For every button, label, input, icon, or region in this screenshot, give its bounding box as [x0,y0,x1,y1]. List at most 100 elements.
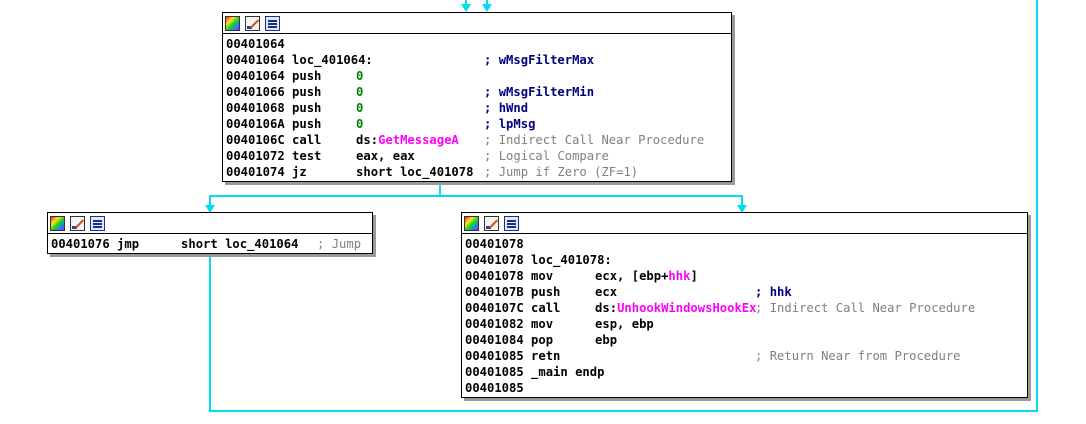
edge-true-branch [439,181,743,206]
instruction-operands[interactable]: 0 [356,100,484,116]
line-address: 00401064 [226,53,285,67]
line-address: 00401085 [465,365,524,379]
line-address: 00401074 [226,165,285,179]
block-header [462,213,1027,234]
instruction-operands[interactable]: 0 [356,68,484,84]
block-header [48,213,372,234]
code-block-loc-401078[interactable]: 00401078 00401078 loc_401078:00401078 mo… [461,212,1028,398]
code-line[interactable]: 00401078 loc_401078: [465,252,1027,268]
color-palette-icon[interactable] [50,215,65,231]
operand-text: short loc_401064 [181,237,299,251]
line-address: 00401076 [51,237,110,251]
line-address: 0040107C [465,301,524,315]
rename-icon[interactable] [70,215,85,231]
instruction-mnemonic: push [292,69,322,83]
graph-overview-icon[interactable] [90,215,105,231]
line-address: 00401078 [465,237,524,251]
code-line[interactable]: 00401085 retn; Return Near from Procedur… [465,348,1027,364]
arrowhead-incoming-2 [482,4,492,12]
instruction-mnemonic: jmp [117,237,140,251]
api-name: UnhookWindowsHookEx [617,301,757,315]
code-line[interactable]: 00401078 [465,236,1027,252]
api-name: GetMessageA [378,133,459,147]
line-comment: ; Indirect Call Near Procedure [484,133,705,147]
instruction-mnemonic: push [292,101,322,115]
instruction-operands[interactable]: 0 [356,116,484,132]
instruction-operands[interactable]: eax, eax [356,148,484,164]
instruction-mnemonic: pop [531,333,554,347]
instruction-mnemonic: test [292,149,322,163]
operand-text: 0 [356,117,364,131]
line-comment: ; Return Near from Procedure [755,349,961,363]
code-line[interactable]: 00401064 [226,36,731,52]
edge-false-branch [209,181,441,206]
api-name: hhk [668,269,691,283]
line-comment: ; Logical Compare [484,149,609,163]
instruction-mnemonic: jz [292,165,307,179]
instruction-operands[interactable]: esp, ebp [595,316,755,332]
code-line[interactable]: 00401085 [465,380,1027,396]
instruction-operands[interactable]: ebp [595,332,755,348]
line-address: 00401085 [465,381,524,395]
operand-text: ecx [595,285,618,299]
code-block-loc-401064[interactable]: 00401064 00401064 loc_401064:; wMsgFilte… [222,12,732,182]
rename-icon[interactable] [484,215,499,231]
instruction-mnemonic: push [292,85,322,99]
operand-text: 0 [356,101,364,115]
operand-prefix: ds: [356,133,379,147]
instruction-mnemonic: loc_401078: [531,253,612,267]
line-address: 00401064 [226,37,285,51]
rename-icon[interactable] [245,15,260,31]
color-palette-icon[interactable] [464,215,479,231]
instruction-operands[interactable]: ds:GetMessageA [356,132,484,148]
instruction-operands[interactable]: short loc_401078 [356,164,484,180]
code-line[interactable]: 00401064 loc_401064:; wMsgFilterMax [226,52,731,68]
disassembly-listing: 00401078 00401078 loc_401078:00401078 mo… [462,234,1027,396]
code-line[interactable]: 00401064 push 0 [226,68,731,84]
instruction-operands[interactable]: ds:UnhookWindowsHookEx [595,300,757,316]
edge-loop-back [209,0,1038,412]
line-comment: ; wMsgFilterMax [484,53,595,67]
disassembly-listing: 00401076 jmp short loc_401064 ; Jump [48,234,372,252]
instruction-mnemonic: retn [531,349,561,363]
line-comment: ; lpMsg [484,117,536,131]
operand-text: 0 [356,69,364,83]
graph-overview-icon[interactable] [265,15,280,31]
instruction-operands[interactable]: 0 [356,84,484,100]
operand-prefix: ecx, [ebp+ [595,269,669,283]
line-address: 00401082 [465,317,524,331]
instruction-mnemonic: _main endp [531,365,605,379]
line-comment: ; hWnd [484,101,529,115]
operand-text: ebp [595,333,618,347]
code-line[interactable]: 00401072 test eax, eax; Logical Compare [226,148,731,164]
instruction-operands[interactable]: short loc_401064 [181,236,317,252]
color-palette-icon[interactable] [225,15,240,31]
instruction-mnemonic: call [531,301,561,315]
operand-text: 0 [356,85,364,99]
instruction-operands[interactable]: ecx [595,284,755,300]
instruction-operands[interactable]: ecx, [ebp+hhk] [595,268,755,284]
line-address: 00401064 [226,69,285,83]
graph-overview-icon[interactable] [504,215,519,231]
arrowhead-true-branch [737,205,747,213]
code-line[interactable]: 00401085 _main endp [465,364,1027,380]
line-address: 0040107B [465,285,524,299]
instruction-mnemonic: push [292,117,322,131]
line-comment: ; Jump [317,237,362,251]
code-line[interactable]: 00401076 jmp short loc_401064 ; Jump [51,236,372,252]
line-address: 00401072 [226,149,285,163]
operand-prefix: ds: [595,301,618,315]
block-header [223,13,731,34]
code-block-jmp-401076[interactable]: 00401076 jmp short loc_401064 ; Jump [47,212,373,254]
